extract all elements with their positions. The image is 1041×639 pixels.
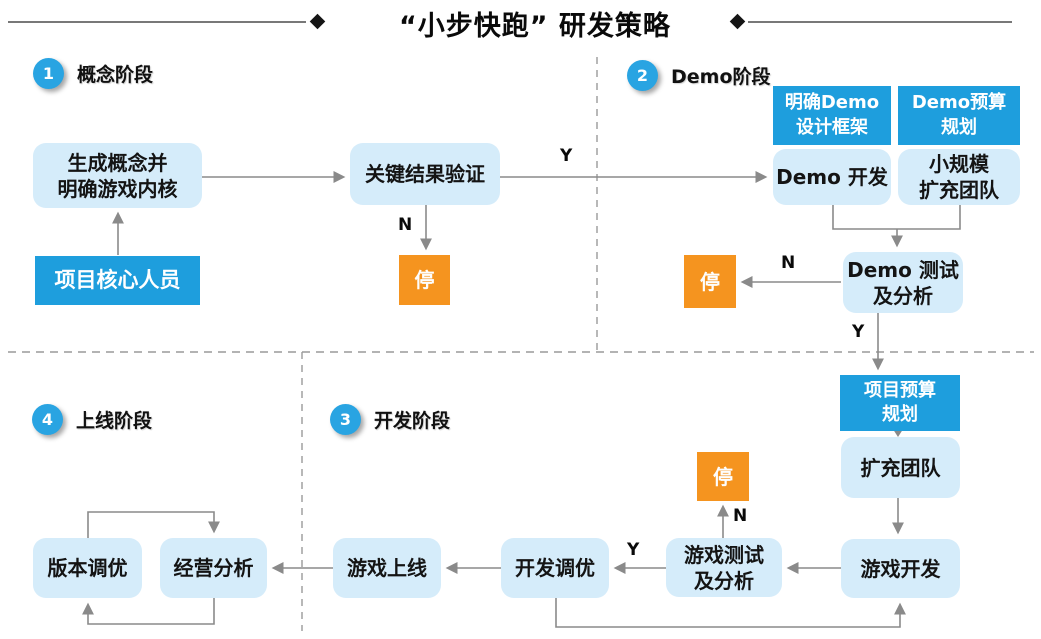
connector-demo-merge	[832, 205, 961, 230]
phase-number-badge: 2	[627, 60, 658, 91]
node-game-launch: 游戏上线	[333, 538, 441, 598]
node-key-result-verify: 关键结果验证	[350, 143, 500, 205]
node-stop-development: 停	[697, 452, 749, 501]
phase-label: 概念阶段	[77, 64, 154, 86]
edge-label-no: N	[398, 215, 413, 235]
phase-number-badge: 4	[32, 404, 63, 435]
diamond-icon	[309, 13, 326, 30]
arrow-operation-loop-bottom	[82, 598, 215, 625]
edge-label-yes: Y	[627, 540, 640, 560]
node-demo-design-frame: 明确Demo 设计框架	[773, 86, 891, 145]
node-dev-tune: 开发调优	[501, 538, 609, 598]
arrow-devtune-feedback-gamedev	[555, 598, 906, 628]
edge-label-yes: Y	[852, 322, 865, 342]
node-expand-team: 扩充团队	[841, 437, 960, 498]
node-version-tune: 版本调优	[33, 538, 142, 598]
arrow-versiontune-loop-top	[87, 511, 220, 538]
node-stop-demo: 停	[684, 255, 736, 308]
phase-marker-concept: 1 概念阶段	[33, 58, 153, 89]
title-rule-left	[8, 21, 306, 23]
node-demo-dev: Demo 开发	[773, 149, 891, 205]
arrow-budget-to-expandteam	[893, 430, 903, 437]
node-operation-analysis: 经营分析	[160, 538, 267, 598]
phase-marker-launch: 4 上线阶段	[32, 404, 152, 435]
phase-label: 上线阶段	[76, 410, 153, 432]
node-generate-concept: 生成概念并 明确游戏内核	[33, 143, 202, 208]
node-small-scale-team: 小规模 扩充团队	[898, 149, 1020, 205]
diamond-icon	[729, 13, 746, 30]
phase-number-badge: 1	[33, 58, 64, 89]
phase-marker-development: 3 开发阶段	[330, 404, 450, 435]
node-stop-concept: 停	[399, 255, 450, 305]
phase-label: 开发阶段	[374, 410, 451, 432]
edge-label-no: N	[733, 506, 748, 526]
node-demo-budget-plan: Demo预算 规划	[898, 86, 1020, 145]
edge-label-no: N	[781, 253, 796, 273]
node-game-test-analyze: 游戏测试 及分析	[666, 538, 782, 597]
node-game-dev: 游戏开发	[841, 539, 960, 598]
node-demo-test-analyze: Demo 测试 及分析	[843, 252, 963, 313]
node-core-team: 项目核心人员	[35, 256, 200, 305]
page-title: “小步快跑” 研发策略	[399, 11, 671, 42]
phase-label: Demo阶段	[671, 66, 771, 88]
phase-marker-demo: 2 Demo阶段	[627, 60, 771, 91]
edge-label-yes: Y	[560, 146, 573, 166]
title-rule-right	[748, 21, 1012, 23]
node-project-budget-plan: 项目预算 规划	[840, 375, 960, 431]
phase-number-badge: 3	[330, 404, 361, 435]
